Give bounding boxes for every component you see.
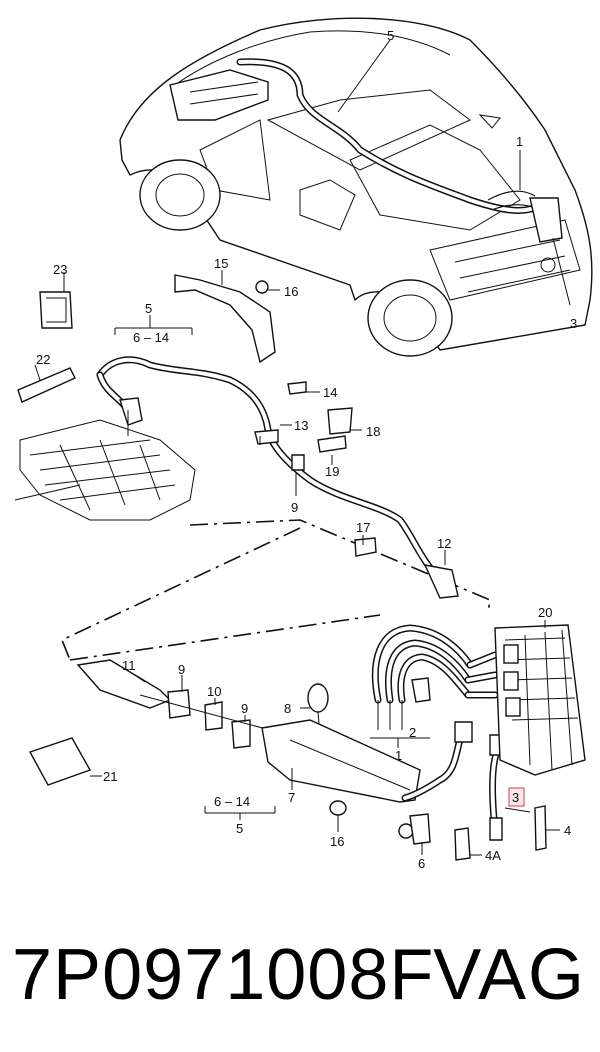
callout-1-car: 1 <box>516 134 523 149</box>
floor-panel-section <box>14 291 196 521</box>
vehicle-illustration <box>119 17 593 357</box>
lower-parts <box>28 659 547 861</box>
callout-5-car: 5 <box>387 28 394 43</box>
highlight-box-3 <box>508 787 525 807</box>
leader-lines <box>34 270 560 856</box>
callout-21: 21 <box>103 769 117 784</box>
brand-label: VAG <box>433 935 586 1015</box>
callout-14: 14 <box>323 385 337 400</box>
callout-7: 7 <box>288 790 295 805</box>
callout-20: 20 <box>538 605 552 620</box>
callout-12: 12 <box>437 536 451 551</box>
callout-22: 22 <box>36 352 50 367</box>
callout-11: 11 <box>122 658 136 673</box>
callout-19: 19 <box>325 464 339 479</box>
floor-outline-upper <box>189 519 491 613</box>
callout-3-highlighted: 3 <box>512 790 519 805</box>
upper-harness <box>96 274 459 599</box>
floor-outline-lower <box>60 527 301 661</box>
callout-6-14-top: 6 – 14 <box>133 330 169 345</box>
callout-9-lower-a: 9 <box>178 662 185 677</box>
part-number: 7P0971008F <box>12 935 435 1015</box>
callout-17: 17 <box>356 520 370 535</box>
callout-15: 15 <box>214 256 228 271</box>
callout-9-lower-b: 9 <box>241 701 248 716</box>
callout-5-top: 5 <box>145 301 152 316</box>
callout-6-14-bottom: 6 – 14 <box>214 794 250 809</box>
callout-9-upper: 9 <box>291 500 298 515</box>
callout-13: 13 <box>294 418 308 433</box>
callout-8: 8 <box>284 701 291 716</box>
callout-16-top: 16 <box>284 284 298 299</box>
callout-6: 6 <box>418 856 425 871</box>
callout-16-bottom: 16 <box>330 834 344 849</box>
control-unit-harness <box>370 624 586 841</box>
floor-outline-lower-right <box>69 614 381 661</box>
callout-1-lower: 1 <box>395 748 402 763</box>
callout-4A: 4A <box>485 848 501 863</box>
callout-3-car: 3 <box>570 316 577 331</box>
footer: 7P0971008F VAG <box>0 920 600 1030</box>
callout-10: 10 <box>207 684 221 699</box>
callout-4: 4 <box>564 823 571 838</box>
callout-18: 18 <box>366 424 380 439</box>
callout-2: 2 <box>409 725 416 740</box>
callout-23: 23 <box>53 262 67 277</box>
wiring-harness-diagram: 5 1 3 23 15 16 5 6 – 14 22 14 13 18 19 9… <box>14 17 593 871</box>
callout-5-bottom: 5 <box>236 821 243 836</box>
